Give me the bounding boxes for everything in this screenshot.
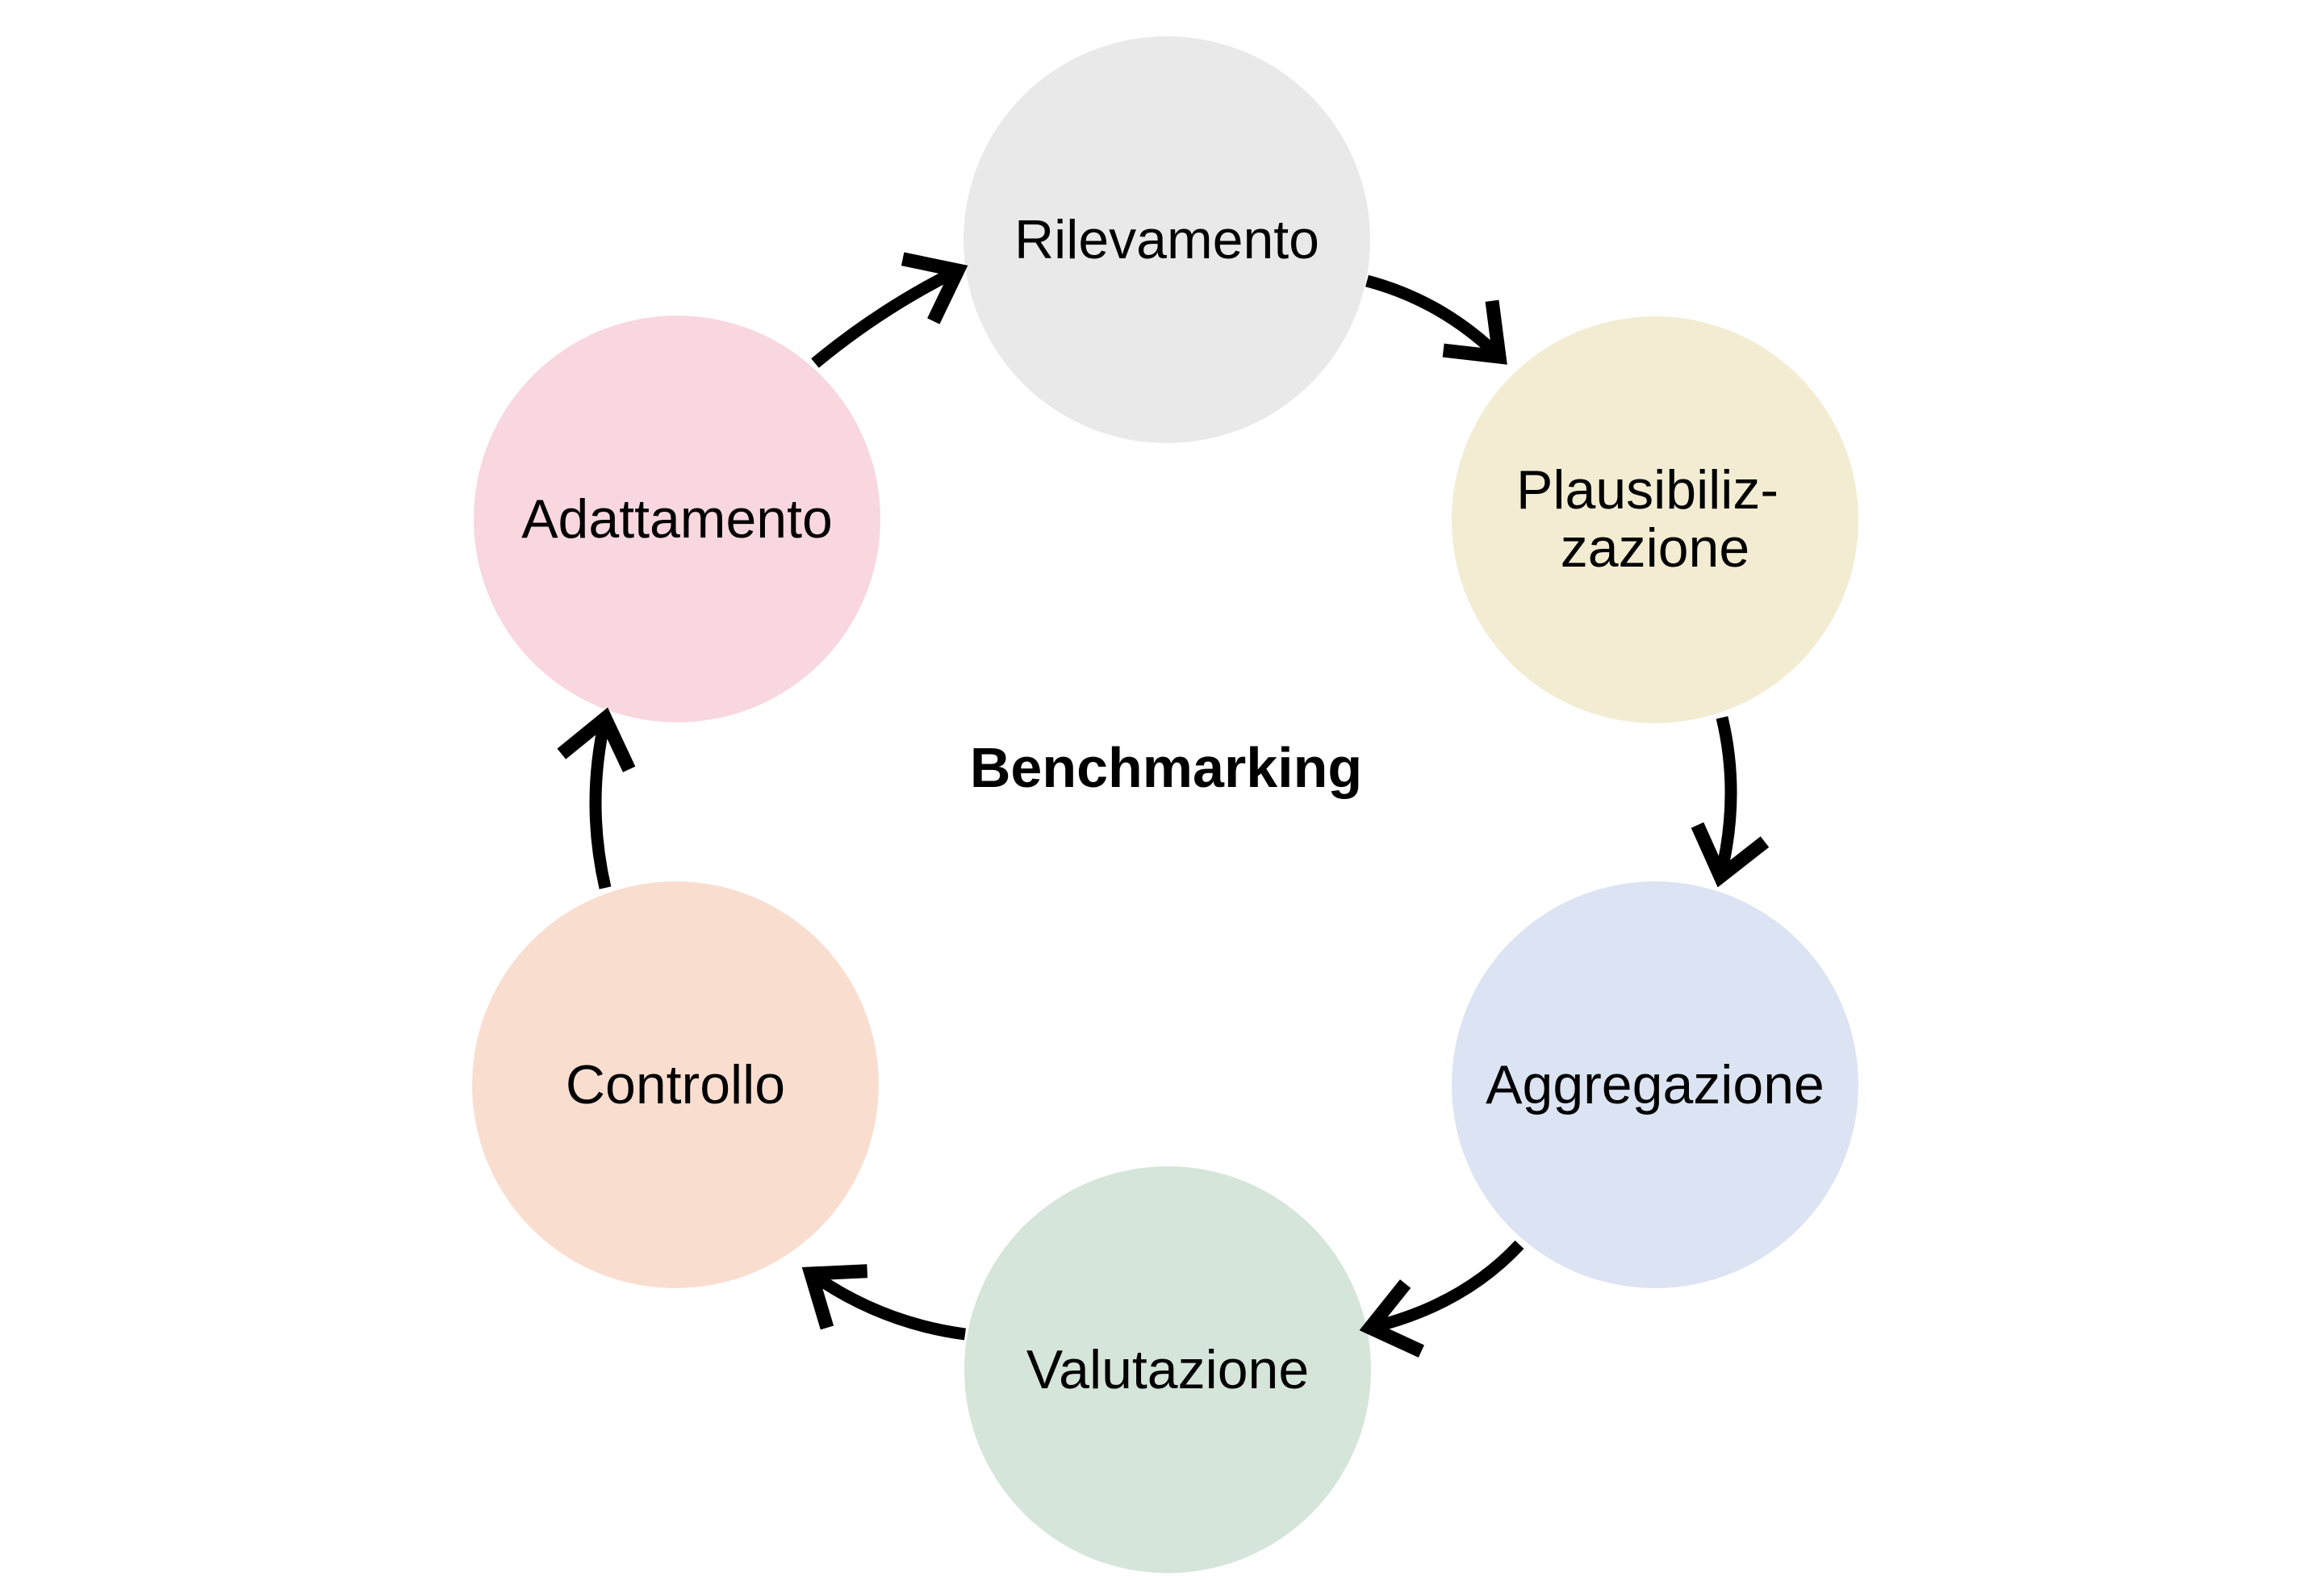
node-circle-valutazione — [964, 1166, 1371, 1573]
arrow-plausibilizzazione-to-aggregazione — [1691, 716, 1770, 888]
node-circle-controllo — [472, 881, 879, 1288]
node-label-adattamento: Adattamento — [521, 488, 833, 550]
node-label-aggregazione: Aggregazione — [1486, 1054, 1825, 1115]
arrow-controllo-to-adattamento — [557, 707, 636, 889]
arrow-rilevamento-to-plausibilizzazione — [1365, 274, 1507, 365]
arrow-valutazione-to-controllo — [801, 1264, 966, 1341]
arrow-aggregazione-to-valutazione — [1359, 1240, 1524, 1358]
node-labels: Rilevamento Plausibiliz- zazione Aggrega… — [521, 209, 1825, 1400]
node-label-plausibilizzazione-line1: Plausibiliz- — [1516, 459, 1779, 521]
node-circles — [472, 36, 1858, 1573]
node-circle-rilevamento — [963, 36, 1370, 443]
arrow-adattamento-to-rilevamento — [811, 252, 968, 368]
node-circle-plausibilizzazione — [1452, 316, 1858, 723]
node-label-valutazione: Valutazione — [1026, 1339, 1309, 1400]
node-label-rilevamento: Rilevamento — [1014, 209, 1319, 270]
node-circle-aggregazione — [1452, 881, 1858, 1288]
diagram-center-title: Benchmarking — [970, 736, 1362, 799]
node-label-plausibilizzazione: Plausibiliz- zazione — [1516, 459, 1794, 579]
cycle-arrows — [557, 252, 1770, 1358]
node-label-plausibilizzazione-line2: zazione — [1561, 517, 1749, 579]
node-circle-adattamento — [474, 316, 880, 722]
node-label-controllo: Controllo — [566, 1054, 785, 1115]
